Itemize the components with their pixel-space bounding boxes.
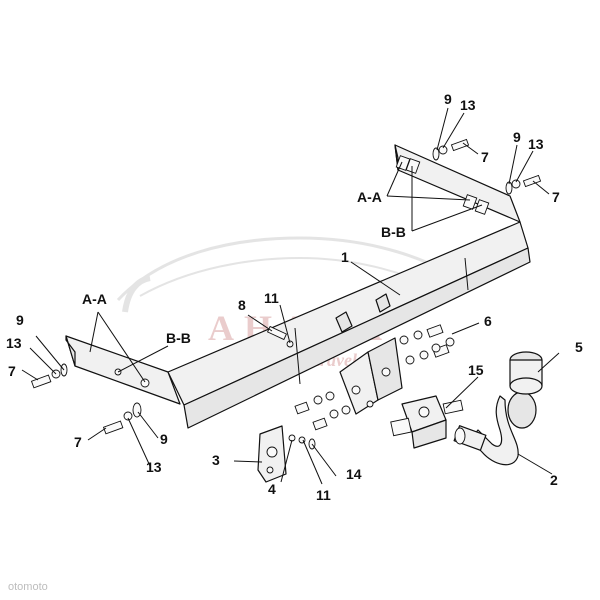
callout-6: 6	[484, 313, 492, 329]
callout-13-right-top: 13	[460, 97, 476, 113]
fasteners	[30, 138, 542, 450]
callout-7-right-top: 7	[481, 149, 489, 165]
callout-3: 3	[212, 452, 220, 468]
callout-11-bottom: 11	[316, 487, 331, 503]
callout-14: 14	[346, 466, 362, 482]
section-bb-left: B-B	[166, 330, 191, 346]
callout-15: 15	[468, 362, 484, 378]
callout-7-lower-left: 7	[74, 434, 82, 450]
center-bracket	[339, 337, 403, 415]
section-aa-left: A-A	[82, 291, 107, 307]
callout-7-left: 7	[8, 363, 16, 379]
section-marks: A-A B-B A-A B-B	[82, 189, 406, 346]
section-bb-right: B-B	[381, 224, 406, 240]
callout-9-lower-left: 9	[160, 431, 168, 447]
callout-1: 1	[341, 249, 349, 265]
socket-plate	[257, 425, 287, 483]
callout-9-left: 9	[16, 312, 24, 328]
callout-9-right: 9	[513, 129, 521, 145]
callout-8: 8	[238, 297, 246, 313]
leader-lines	[21, 107, 560, 485]
callout-labels: 1 2 3 4 5 6 7 7 7 7 8 9 9 9 9 11 11 13 1…	[6, 91, 583, 503]
section-aa-right: A-A	[357, 189, 382, 205]
callout-2: 2	[550, 472, 558, 488]
callout-7-right: 7	[552, 189, 560, 205]
ball-neck	[453, 391, 537, 466]
callout-5: 5	[575, 339, 583, 355]
callout-13-lower-left: 13	[146, 459, 162, 475]
callout-13-left: 13	[6, 335, 22, 351]
callout-13-right: 13	[528, 136, 544, 152]
callout-4: 4	[268, 481, 276, 497]
callout-9-right-top: 9	[444, 91, 452, 107]
main-crossbar	[65, 144, 531, 429]
ball-cap	[509, 351, 543, 395]
callout-11-top: 11	[264, 290, 279, 306]
otomoto-logo: otomoto	[8, 581, 48, 593]
electrical-socket	[390, 395, 464, 449]
